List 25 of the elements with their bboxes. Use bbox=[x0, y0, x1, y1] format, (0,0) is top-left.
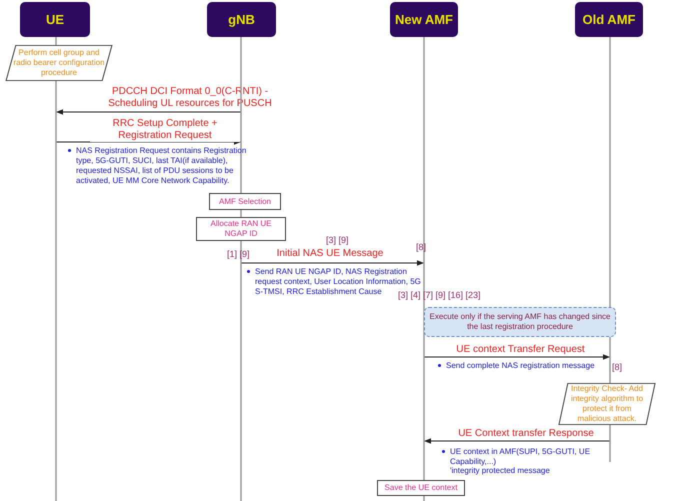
message-arrow bbox=[424, 354, 610, 360]
condition-note: Execute only if the serving AMF has changed since the last registration procedure bbox=[424, 307, 616, 337]
process-box: AMF Selection bbox=[209, 193, 281, 210]
message-arrow bbox=[240, 260, 424, 266]
note-parallelogram: Perform cell group and radio bearer configuration procedure bbox=[5, 45, 113, 81]
reference-number: [3] [4] [7] [9] [16] [23] bbox=[398, 290, 482, 302]
process-box: Allocate RAN UE NGAP ID bbox=[196, 217, 286, 241]
reference-number: [8] bbox=[416, 242, 428, 254]
participant-box: UE bbox=[20, 2, 90, 37]
bullet-note: NAS Registration Request contains Registration type, 5G-GUTI, SUCI, last TAI(if available), requested NSSAI, list of PDU sessions to be activated, UE MM Core Network Capability. bbox=[66, 146, 252, 186]
participant-box: Old AMF bbox=[575, 2, 643, 37]
participant-box: gNB bbox=[207, 2, 276, 37]
reference-number: [1] [9] bbox=[227, 249, 251, 260]
message-arrow bbox=[56, 139, 242, 145]
reference-number: [3] [9] bbox=[326, 235, 350, 246]
note-text: 'integrity protected message bbox=[450, 466, 551, 476]
message-label: RRC Setup Complete + Registration Request bbox=[90, 118, 240, 142]
note-parallelogram: Integrity Check- Add integrity algorithm to protect it from malicious attack. bbox=[558, 383, 656, 425]
bullet-note: Send complete NAS registration message bbox=[436, 361, 611, 371]
message-arrow bbox=[424, 438, 610, 444]
process-box: Save the UE context bbox=[377, 480, 465, 496]
reference-number: [8] bbox=[612, 362, 624, 374]
participant-box: New AMF bbox=[390, 2, 458, 37]
bullet-note: UE context in AMF(SUPI, 5G-GUTI, UE Capability,...) bbox=[440, 447, 620, 467]
message-arrow bbox=[56, 109, 242, 115]
